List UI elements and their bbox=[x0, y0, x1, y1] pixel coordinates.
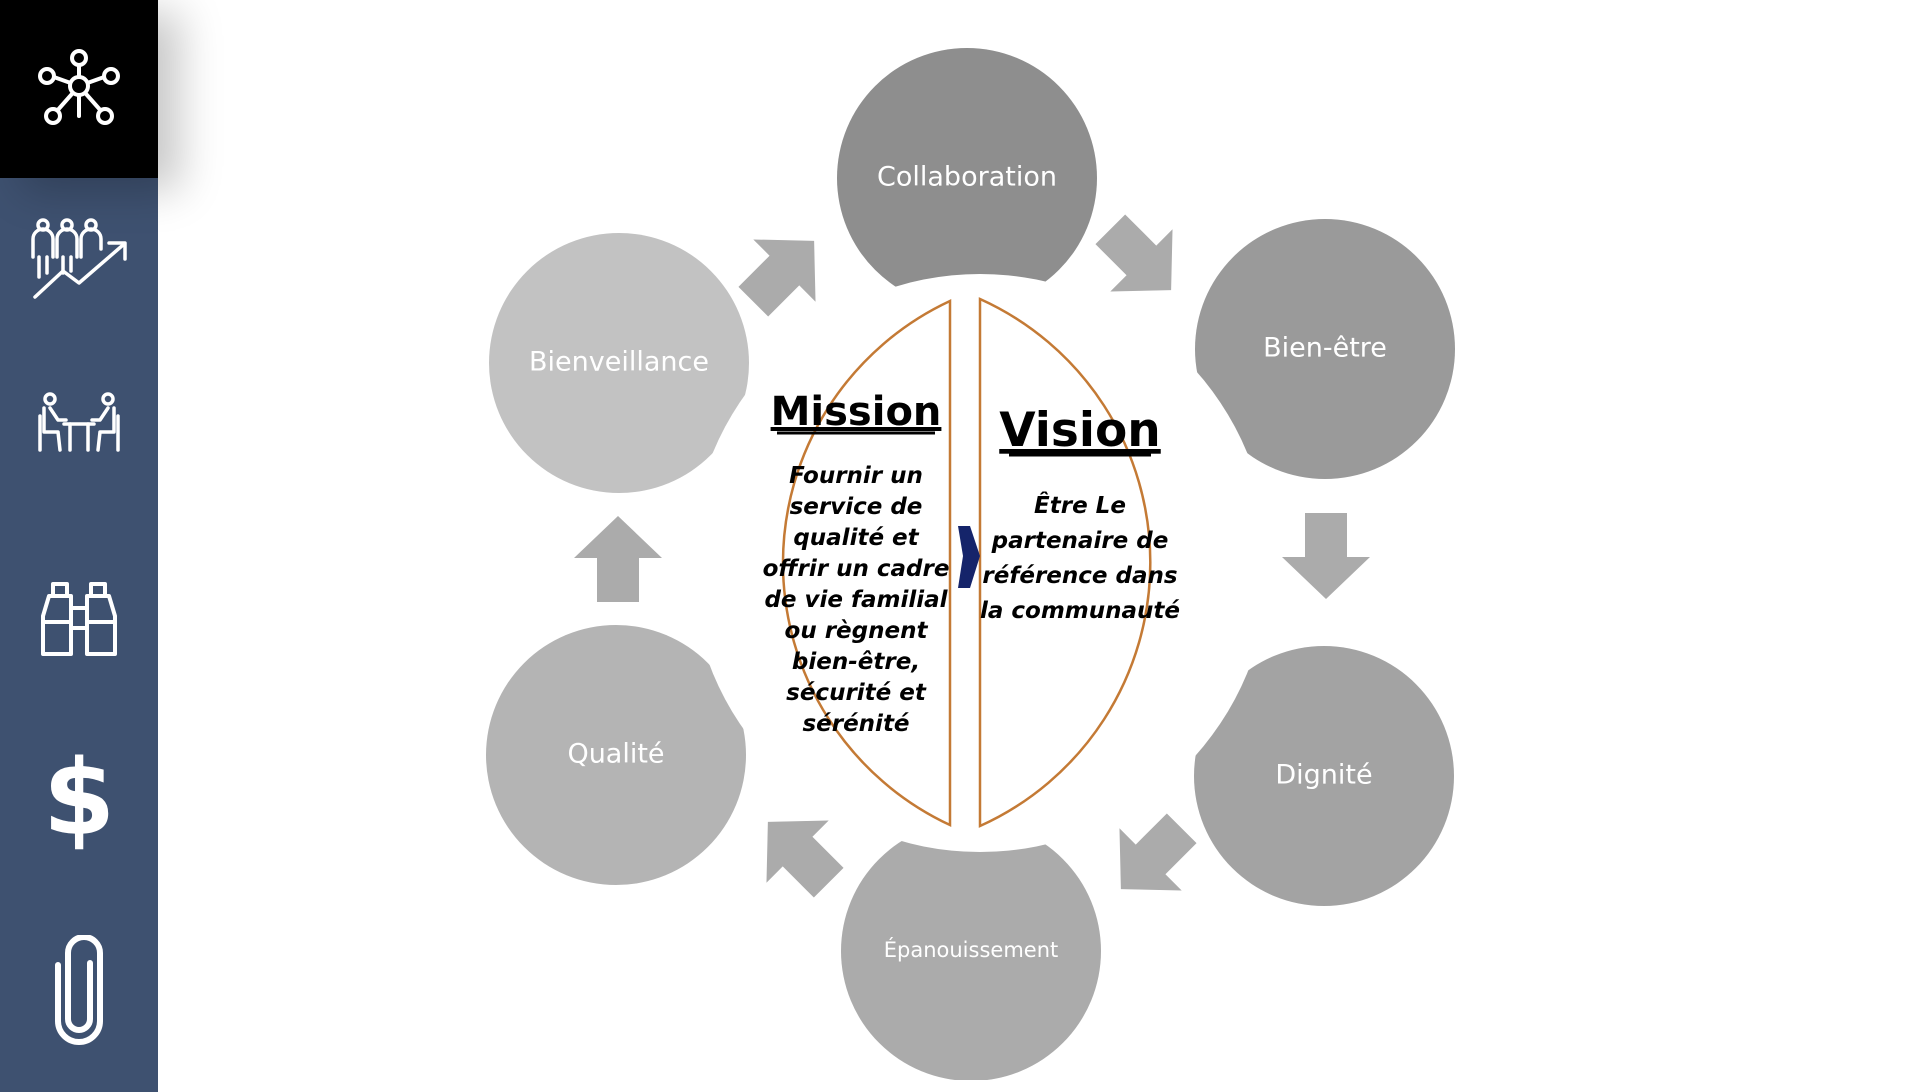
value-bubble-circle bbox=[837, 48, 1097, 308]
mission-text-line: qualité et bbox=[793, 525, 919, 551]
mission-text-line: offrir un cadre bbox=[763, 556, 950, 582]
vision-text-line: Être Le bbox=[1034, 491, 1126, 519]
mission-title: Mission bbox=[771, 389, 942, 435]
network-icon bbox=[38, 49, 120, 125]
meeting-icon bbox=[38, 392, 120, 452]
dollar-icon: $ bbox=[49, 748, 109, 852]
vision-text-line: référence dans bbox=[982, 563, 1177, 589]
vision-text-line: la communauté bbox=[980, 598, 1180, 624]
value-label: Collaboration bbox=[877, 162, 1057, 193]
value-label: Bien-être bbox=[1263, 333, 1387, 364]
mission-text-line: bien-être, bbox=[792, 649, 920, 675]
mission-text-line: de vie familial bbox=[764, 587, 948, 613]
mission-to-vision-arrow bbox=[958, 526, 980, 588]
flow-arrow-2 bbox=[1282, 513, 1370, 599]
flow-arrow-1 bbox=[1095, 214, 1173, 292]
value-bubble-circle bbox=[1195, 219, 1455, 479]
flow-arrow-6 bbox=[738, 239, 816, 317]
binoculars-icon bbox=[41, 582, 117, 656]
value-bubble: Bienveillance bbox=[489, 233, 749, 493]
svg-text:$: $ bbox=[49, 748, 109, 852]
sidebar-item-team-growth[interactable] bbox=[0, 178, 158, 338]
mission-text-line: sécurité et bbox=[786, 680, 927, 706]
value-bubble-circle bbox=[1194, 646, 1454, 906]
flow-arrow-3 bbox=[1119, 813, 1197, 891]
value-label: Bienveillance bbox=[529, 347, 709, 378]
sidebar-item-dollar[interactable]: $ bbox=[0, 720, 158, 880]
flow-arrow-5 bbox=[574, 516, 662, 602]
value-bubble-circle bbox=[486, 625, 746, 885]
mission-text-line: sérénité bbox=[802, 711, 909, 737]
value-bubble: Bien-être bbox=[1195, 219, 1455, 479]
value-bubble-circle bbox=[489, 233, 749, 493]
flow-arrow-4 bbox=[766, 820, 844, 898]
sidebar-item-attachment[interactable] bbox=[0, 910, 158, 1070]
value-bubble: Collaboration bbox=[837, 48, 1097, 308]
sidebar: $ bbox=[0, 0, 158, 1092]
sidebar-item-network[interactable] bbox=[0, 0, 158, 178]
value-bubble: Qualité bbox=[486, 625, 746, 885]
value-label: Épanouissement bbox=[884, 937, 1059, 962]
paperclip-icon bbox=[55, 935, 103, 1045]
vision-half bbox=[978, 297, 1152, 828]
sidebar-item-meeting[interactable] bbox=[0, 338, 158, 508]
value-bubble-circle bbox=[841, 821, 1101, 1080]
vision-text-line: partenaire de bbox=[991, 528, 1169, 554]
value-label: Qualité bbox=[567, 739, 664, 770]
mission-text-line: ou règnent bbox=[785, 618, 929, 644]
mission-text-line: Fournir un bbox=[789, 463, 923, 489]
mission-text-line: service de bbox=[790, 494, 923, 520]
value-bubble: Épanouissement bbox=[841, 821, 1101, 1080]
team-growth-icon bbox=[31, 218, 127, 299]
vision-title: Vision bbox=[999, 403, 1161, 458]
value-bubble: Dignité bbox=[1194, 646, 1454, 906]
sidebar-item-binoculars[interactable] bbox=[0, 540, 158, 700]
value-label: Dignité bbox=[1275, 760, 1372, 791]
